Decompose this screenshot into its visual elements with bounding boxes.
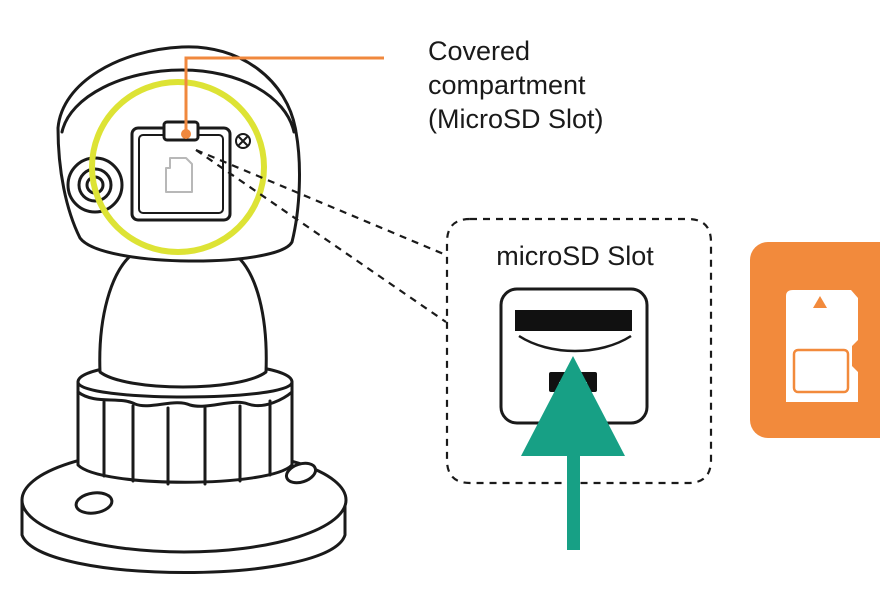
- compartment-cover: [130, 120, 232, 222]
- inset-title: microSD Slot: [496, 241, 654, 271]
- microsd-slot-inset: microSD Slot: [445, 217, 713, 550]
- microsd-card-badge: [750, 242, 880, 438]
- highlight-ring: [89, 79, 267, 255]
- camera-head: [56, 45, 301, 263]
- projection-lines: [195, 148, 447, 323]
- callout-label: Covered compartment (MicroSD Slot): [428, 36, 604, 134]
- threaded-collar: [76, 361, 294, 486]
- microsd-card-icon: [786, 290, 858, 402]
- slot-lip: [518, 334, 632, 353]
- security-camera-illustration: [20, 45, 348, 574]
- callout-line-1: Covered: [428, 36, 530, 66]
- callout-line-3: (MicroSD Slot): [428, 104, 604, 134]
- mount-screw-hole-left: [74, 491, 114, 515]
- callout-leader-line: [181, 56, 384, 139]
- insert-arrow-icon: [521, 356, 625, 550]
- mount-screw-hole-right: [284, 461, 318, 485]
- cover-screw-icon: [235, 133, 251, 149]
- card-slot-opening: [515, 310, 632, 331]
- camera-neck: [98, 239, 268, 389]
- slot-panel: [499, 287, 649, 425]
- callout-line-2: compartment: [428, 70, 586, 100]
